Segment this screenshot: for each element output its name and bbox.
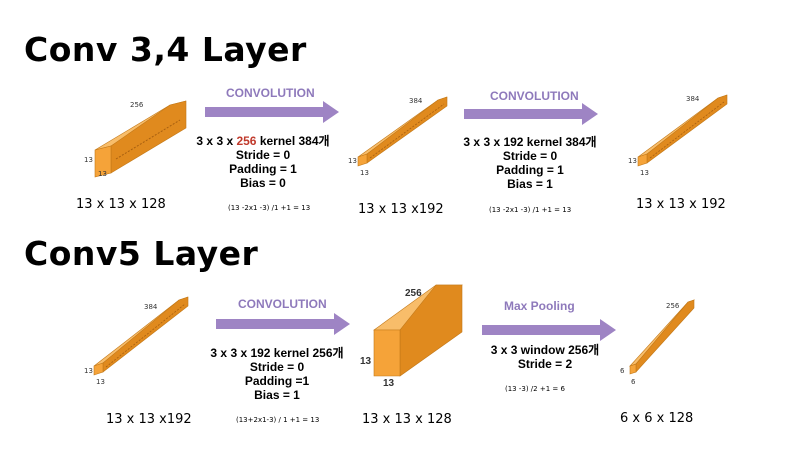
arrow3-kernel: 3 x 3 x 192 kernel 256개	[210, 346, 344, 360]
arrow1-bias: Bias = 0	[240, 176, 286, 190]
arrow2-params: 3 x 3 x 192 kernel 384개 Stride = 0 Paddi…	[450, 135, 610, 191]
block5-side-label: 13	[360, 356, 372, 367]
block6-bottom-label: 6	[631, 378, 636, 386]
block3-cuboid: 384 13 13	[628, 94, 728, 177]
block1-cuboid: 256 13 13	[84, 100, 187, 178]
block4-side-face	[102, 296, 189, 373]
arrow4-stride: Stride = 2	[517, 357, 573, 371]
block4-side-label: 13	[84, 367, 93, 375]
arrow3-padding: Padding =1	[244, 374, 310, 388]
block5-dims: 13 x 13 x 128	[362, 412, 452, 427]
arrow4-label: Max Pooling	[504, 299, 575, 313]
block2-cuboid: 384 13 13	[348, 96, 448, 177]
block6-side-face	[635, 299, 695, 373]
block2-bottom-label: 13	[360, 169, 369, 177]
block1-side-label: 13	[84, 156, 93, 164]
arrow1-padding: Padding = 1	[229, 162, 297, 176]
block3-depth-label: 384	[686, 95, 700, 103]
arrow3-arrow	[216, 313, 350, 335]
arrow3-formula: (13+2x1-3) / 1 +1 = 13	[236, 416, 320, 424]
arrow3-bias: Bias = 1	[254, 388, 300, 402]
block1-front-face	[94, 145, 112, 178]
block6-depth-label: 256	[666, 302, 680, 310]
arrow2-bias: Bias = 1	[507, 177, 553, 191]
block3-bottom-label: 13	[640, 169, 649, 177]
section1-title: Conv 3,4 Layer	[24, 30, 307, 69]
block6-side-label: 6	[620, 367, 625, 375]
arrow4-kernel: 3 x 3 window 256개	[490, 343, 600, 357]
block2-dims: 13 x 13 x192	[358, 202, 444, 217]
block5-side-face	[399, 284, 463, 377]
block4-bottom-label: 13	[96, 378, 105, 386]
block3-dims: 13 x 13 x 192	[636, 197, 726, 212]
arrow2-kernel: 3 x 3 x 192 kernel 384개	[463, 135, 597, 149]
block2-side-label: 13	[348, 157, 357, 165]
block6-dims: 6 x 6 x 128	[620, 411, 694, 426]
arrow2-padding: Padding = 1	[496, 163, 564, 177]
block6-front-face	[629, 363, 637, 375]
block5-front-face	[373, 329, 401, 377]
arrow2-label: CONVOLUTION	[490, 89, 579, 103]
arrow1-label: CONVOLUTION	[226, 86, 315, 100]
block5-bottom-label: 13	[383, 378, 395, 389]
arrow2-stride: Stride = 0	[502, 149, 558, 163]
arrow3-label: CONVOLUTION	[238, 297, 327, 311]
block2-side-face	[366, 96, 448, 164]
arrow4-params: 3 x 3 window 256개 Stride = 2	[470, 343, 620, 371]
arrow1-params: 3 x 3 x 256 kernel 384개 Stride = 0 Paddi…	[188, 134, 338, 190]
block1-dims: 13 x 13 x 128	[76, 197, 166, 212]
arrow4-formula: (13 -3) /2 +1 = 6	[505, 385, 565, 393]
block3-side-face	[646, 94, 728, 164]
block2-depth-label: 384	[409, 97, 423, 105]
block3-front-face	[637, 153, 648, 167]
section2-title: Conv5 Layer	[24, 234, 259, 273]
arrow1-stride: Stride = 0	[235, 148, 291, 162]
block4-dims: 13 x 13 x192	[106, 412, 192, 427]
block6-cuboid: 256 6 6	[620, 299, 695, 386]
block1-depth-label: 256	[130, 101, 144, 109]
arrow4-arrow	[482, 319, 616, 341]
block4-depth-label: 384	[144, 303, 158, 311]
block3-side-label: 13	[628, 157, 637, 165]
block2-front-face	[357, 153, 368, 167]
arrow1-arrow	[205, 101, 339, 123]
arrow3-params: 3 x 3 x 192 kernel 256개 Stride = 0 Paddi…	[202, 346, 352, 402]
block1-bottom-label: 13	[98, 170, 107, 178]
block5-depth-label: 256	[405, 288, 422, 299]
arrow1-formula: (13 -2x1 -3) /1 +1 = 13	[228, 204, 311, 212]
arrow2-arrow	[464, 103, 598, 125]
block4-front-face	[93, 362, 104, 376]
block4-cuboid: 384 13 13	[84, 296, 189, 386]
arrow1-kernel: 3 x 3 x 256 kernel 384개	[196, 134, 330, 148]
arrow2-formula: (13 -2x1 -3) /1 +1 = 13	[489, 206, 572, 214]
arrow3-stride: Stride = 0	[249, 360, 305, 374]
block1-side-face	[110, 100, 187, 174]
block5-cuboid: 256 13 13	[360, 284, 463, 389]
